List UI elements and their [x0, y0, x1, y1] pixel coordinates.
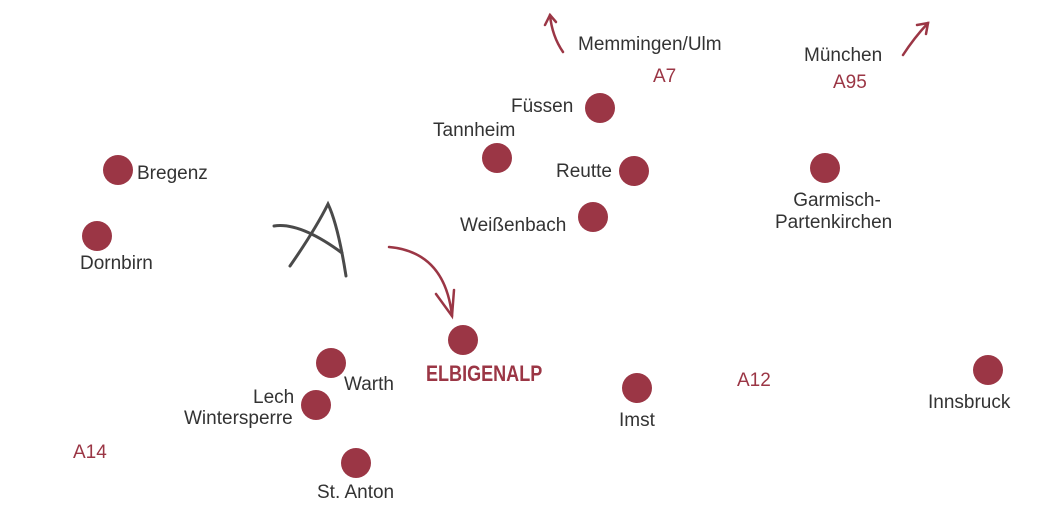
label-bregenz: Bregenz [137, 163, 208, 184]
marker-lech[interactable] [301, 390, 331, 420]
arrow-to-elbigenalp-icon [387, 245, 456, 320]
road-a7: A7 [653, 66, 677, 87]
marker-imst[interactable] [622, 373, 652, 403]
label-garmisch-2: Partenkirchen [775, 212, 893, 233]
label-lech-2: Wintersperre [184, 408, 293, 429]
label-dornbirn: Dornbirn [80, 253, 153, 274]
arrow-muenchen-icon [901, 21, 930, 57]
marker-fuessen[interactable] [585, 93, 615, 123]
marker-elbigenalp[interactable] [448, 325, 478, 355]
label-reutte: Reutte [556, 161, 612, 182]
marker-bregenz[interactable] [103, 155, 133, 185]
direction-muenchen: München [804, 45, 883, 66]
marker-tannheim[interactable] [482, 143, 512, 173]
marker-reutte[interactable] [619, 156, 649, 186]
marker-dornbirn[interactable] [82, 221, 112, 251]
marker-innsbruck[interactable] [973, 355, 1003, 385]
label-warth: Warth [344, 374, 394, 395]
label-imst: Imst [619, 410, 655, 431]
label-lech-1: Lech [253, 387, 295, 408]
marker-warth[interactable] [316, 348, 346, 378]
arrow-memmingen-icon [543, 12, 565, 54]
marker-garmisch[interactable] [810, 153, 840, 183]
road-a14: A14 [73, 442, 107, 463]
label-elbigenalp: ELBIGENALP [426, 361, 543, 386]
road-a95: A95 [833, 72, 867, 93]
marker-st-anton[interactable] [341, 448, 371, 478]
label-st-anton: St. Anton [317, 482, 395, 503]
label-fuessen: Füssen [511, 96, 574, 117]
label-weissenbach: Weißenbach [460, 215, 567, 236]
direction-memmingen: Memmingen/Ulm [578, 34, 722, 55]
label-garmisch-1: Garmisch- [793, 190, 881, 211]
marker-weissenbach[interactable] [578, 202, 608, 232]
logo-a-icon [272, 200, 348, 278]
label-tannheim: Tannheim [433, 120, 516, 141]
label-innsbruck: Innsbruck [928, 392, 1011, 413]
road-a12: A12 [737, 370, 771, 391]
